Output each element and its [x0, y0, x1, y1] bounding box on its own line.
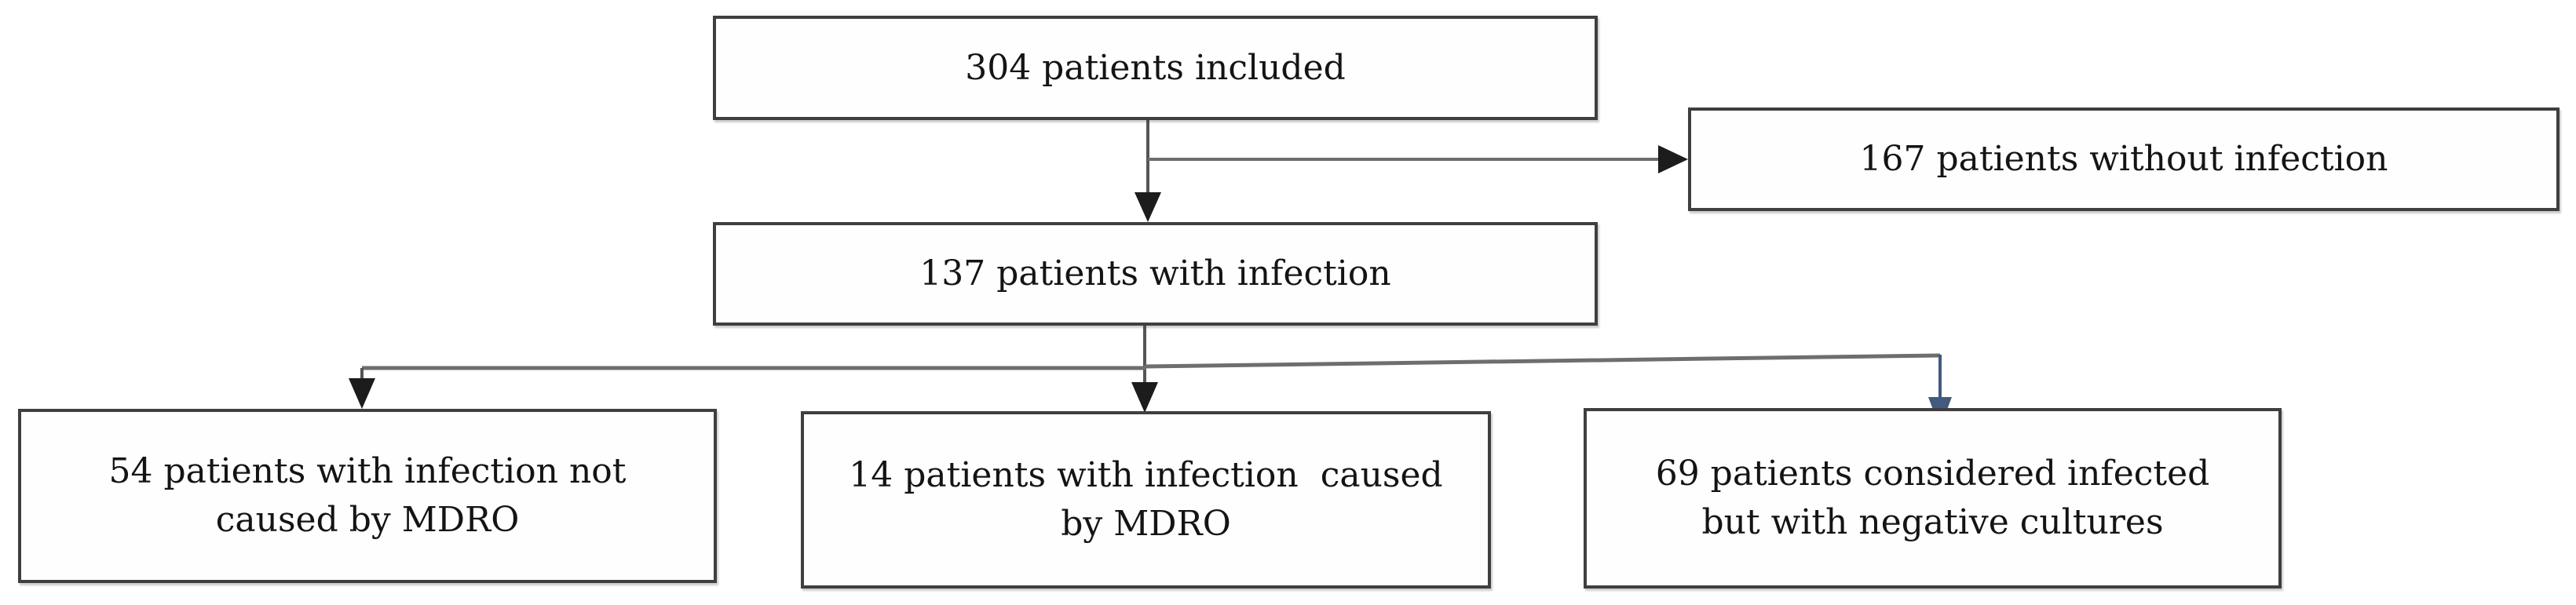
arrowhead-down-mdro-icon: [1131, 382, 1158, 413]
node-infection-not-mdro-text-line1: 54 patients with infection not: [108, 451, 627, 491]
node-without-infection: 167 patients without infection: [1688, 108, 2560, 211]
arrowhead-down-not-mdro-icon: [349, 378, 375, 409]
node-infection-not-mdro: 54 patients with infection not caused by…: [18, 409, 717, 583]
node-infection-mdro-text-line1: 14 patients with infection caused: [849, 455, 1443, 495]
arrowhead-down-with-infection-icon: [1135, 192, 1161, 222]
arrowhead-right-without-infection-icon: [1658, 145, 1688, 173]
node-infection-not-mdro-text-line2: caused by MDRO: [215, 500, 520, 540]
node-without-infection-text: 167 patients without infection: [1859, 139, 2388, 179]
node-negative-cultures-text-line2: but with negative cultures: [1701, 502, 2164, 542]
node-included: 304 patients included: [713, 16, 1598, 120]
node-with-infection: 137 patients with infection: [713, 222, 1598, 326]
edge-rail-right: [1144, 353, 1941, 369]
node-negative-cultures: 69 patients considered infected but with…: [1584, 408, 2282, 589]
node-included-text: 304 patients included: [965, 47, 1346, 88]
node-negative-cultures-text-line1: 69 patients considered infected: [1655, 454, 2210, 494]
node-infection-mdro-text-line2: by MDRO: [1061, 504, 1231, 544]
node-infection-mdro: 14 patients with infection caused by MDR…: [801, 411, 1491, 589]
node-with-infection-text: 137 patients with infection: [919, 253, 1391, 293]
